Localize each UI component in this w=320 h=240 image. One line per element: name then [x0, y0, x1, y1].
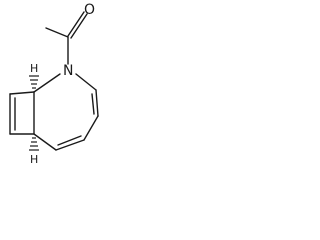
hashed-bond-top [29, 75, 39, 89]
atom-nitrogen: N [63, 63, 73, 79]
bond-c3-c4-inner [91, 93, 95, 115]
bond-c5-c6-inner [57, 135, 82, 146]
bond-c3-c4 [95, 89, 99, 117]
chemical-structure-diagram: O N H H [9, 2, 99, 166]
bond-n-c3 [75, 73, 97, 91]
bond-carbonyl-co-2 [70, 13, 88, 39]
hashed-bond-bottom [29, 137, 39, 151]
bond-carbonyl-co-1 [67, 11, 85, 37]
bond-c4-c5 [83, 115, 99, 141]
bond-n-bridge-top [33, 73, 61, 93]
atom-h-bottom: H [30, 153, 38, 166]
bond-carbonyl-methyl [45, 27, 69, 38]
bond-c6-bridge-bottom [33, 133, 57, 151]
bond-cb-top [9, 91, 35, 95]
atom-h-top: H [30, 62, 38, 75]
atom-oxygen: O [84, 2, 95, 18]
bond-c5-c6 [55, 139, 85, 151]
